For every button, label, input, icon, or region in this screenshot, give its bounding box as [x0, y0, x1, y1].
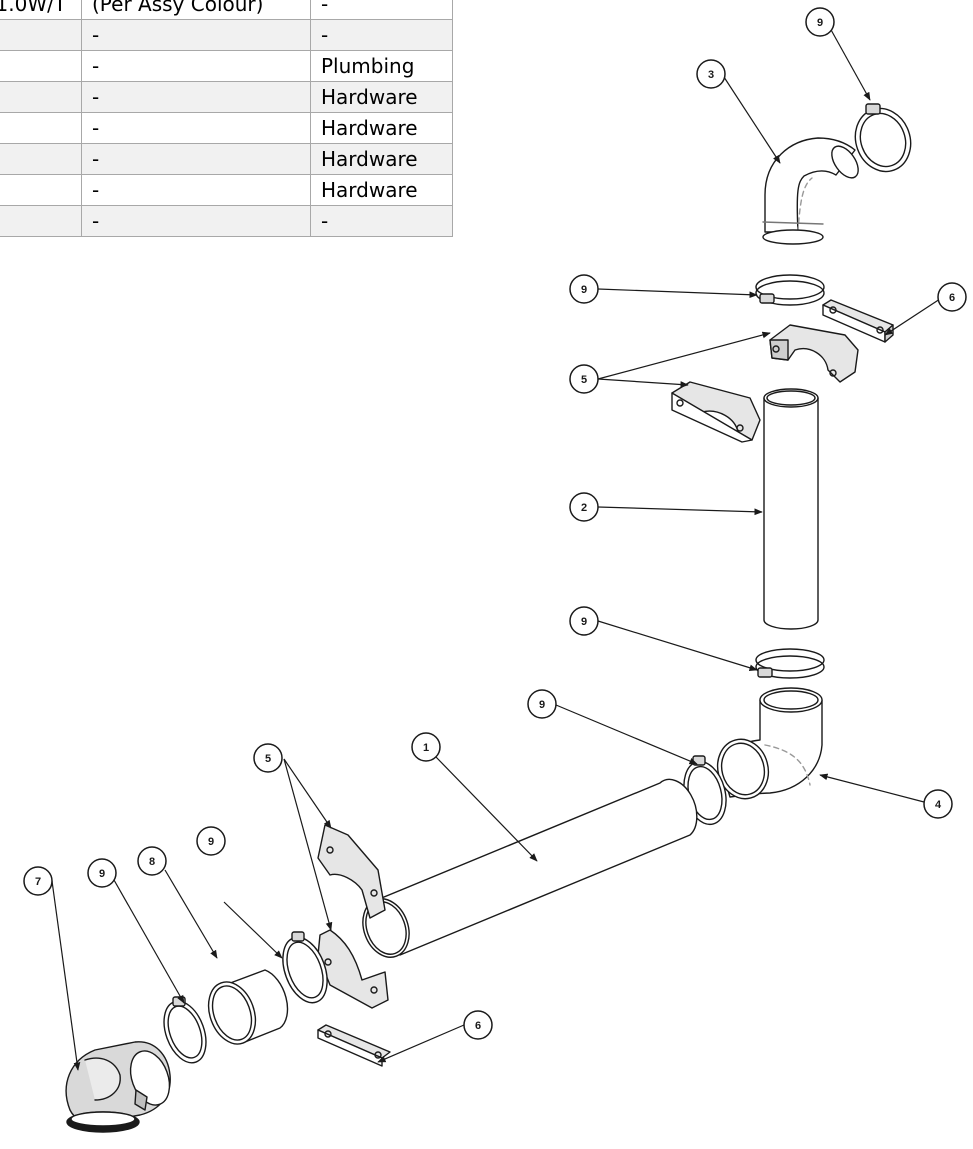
table-cell: Hardware — [310, 143, 453, 175]
balloon-6-lower: 6 — [463, 1010, 493, 1040]
balloon-5-upper: 5 — [569, 364, 599, 394]
leader-line — [51, 880, 81, 1071]
table-cell: Hardware — [310, 112, 453, 144]
balloon-9-mid: 9 — [569, 606, 599, 636]
leader-line — [435, 756, 538, 862]
leader-line — [597, 378, 689, 388]
table-cell: - — [310, 19, 453, 51]
horizontal-pipe-part — [362, 778, 698, 958]
leader-line — [283, 758, 333, 931]
table-row: - Hardware — [0, 112, 453, 144]
leader-line — [884, 296, 944, 336]
leader-line — [164, 869, 218, 959]
balloon-label: 9 — [581, 284, 587, 296]
table-cell — [0, 112, 82, 144]
saddle-clamp-lower-top — [317, 824, 386, 919]
balloon-6-upper: 6 — [937, 282, 967, 312]
table-cell: Plumbing — [310, 50, 453, 82]
leader-line — [113, 879, 185, 1004]
table-cell — [0, 50, 82, 82]
leader-line — [597, 506, 763, 516]
hose-clamp-lower-a — [163, 996, 207, 1064]
balloon-label: 9 — [539, 699, 545, 711]
coupling-sleeve-part — [207, 969, 289, 1045]
vertical-pipe-part — [763, 388, 819, 630]
balloon-label: 5 — [581, 374, 587, 386]
table-cell — [0, 81, 82, 113]
table-cell — [0, 143, 82, 175]
balloon-label: 2 — [581, 502, 587, 514]
balloon-label: 6 — [949, 292, 955, 304]
lower-elbow-part — [716, 687, 823, 800]
balloon-3: 3 — [696, 59, 726, 89]
mounting-plate-lower — [317, 1024, 391, 1067]
table-row: - - — [0, 19, 453, 51]
balloon-label: 9 — [817, 17, 823, 29]
balloon-label: 9 — [581, 616, 587, 628]
leader-line — [555, 704, 698, 765]
hose-clamp-upper — [755, 274, 825, 306]
balloon-9-lower-a: 9 — [87, 858, 117, 888]
leader-line — [819, 773, 925, 803]
leader-line — [377, 1024, 465, 1063]
balloon-9-top: 9 — [805, 7, 835, 37]
balloon-7: 7 — [23, 866, 53, 896]
table-row: - - — [0, 205, 453, 237]
table-cell: Hardware — [310, 174, 453, 206]
table-cell: Hardware — [310, 81, 453, 113]
table-cell: - — [310, 205, 453, 237]
balloon-5-lower: 5 — [253, 743, 283, 773]
leader-line — [597, 331, 771, 380]
table-cell — [0, 205, 82, 237]
table-cell: 0x1.0W/T — [0, 0, 82, 20]
balloon-8: 8 — [137, 846, 167, 876]
table-cell: - — [81, 174, 311, 206]
balloon-9-elbow: 9 — [527, 689, 557, 719]
leader-line — [721, 73, 781, 164]
table-row: - Plumbing — [0, 50, 453, 82]
balloon-1: 1 — [411, 732, 441, 762]
table-cell: (Per Assy Colour) — [81, 0, 311, 20]
table-cell: - — [81, 19, 311, 51]
table-row: - Hardware — [0, 174, 453, 206]
leader-line — [223, 901, 283, 959]
balloon-label: 3 — [708, 69, 714, 81]
saddle-clamp-upper-left — [671, 381, 761, 443]
table-cell: - — [81, 112, 311, 144]
balloon-label: 5 — [265, 753, 271, 765]
hose-clamp-top — [854, 103, 912, 173]
table-cell: - — [81, 143, 311, 175]
balloon-label: 6 — [475, 1020, 481, 1032]
balloon-9-lower-b: 9 — [196, 826, 226, 856]
hose-clamp-lower-b — [282, 931, 328, 1004]
balloon-label: 7 — [35, 876, 41, 888]
upper-elbow-part — [762, 137, 859, 245]
balloon-label: 4 — [935, 799, 942, 811]
balloon-label: 9 — [99, 868, 105, 880]
balloon-label: 8 — [149, 856, 155, 868]
end-cap-fitting-part — [65, 1041, 171, 1133]
balloon-label: 9 — [208, 836, 214, 848]
balloon-label: 1 — [423, 742, 429, 754]
table-cell: - — [81, 205, 311, 237]
bill-of-materials-table: 0x1.0W/T (Per Assy Colour) - - - - Plumb… — [0, 0, 453, 237]
table-row: - Hardware — [0, 143, 453, 175]
leader-line — [283, 758, 332, 829]
leader-line — [597, 288, 758, 299]
saddle-clamp-upper-right — [769, 324, 859, 383]
leader-line — [597, 620, 758, 671]
balloon-4: 4 — [923, 789, 953, 819]
balloon-2: 2 — [569, 492, 599, 522]
hose-clamp-middle — [755, 648, 825, 679]
leader-line — [829, 27, 871, 101]
balloon-9-upper: 9 — [569, 274, 599, 304]
